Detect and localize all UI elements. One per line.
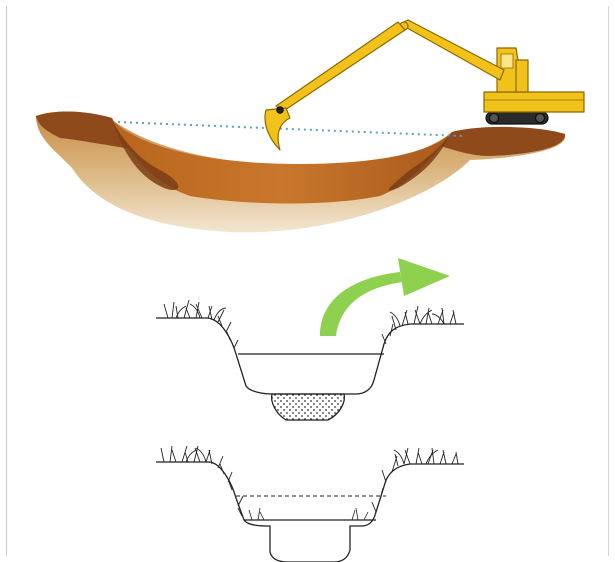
excavator-body xyxy=(484,92,584,112)
ditch-dredged-profile xyxy=(156,462,464,562)
grass-left-bank xyxy=(164,300,238,348)
ditch-profile xyxy=(156,318,464,394)
sediment-deposit xyxy=(272,394,345,420)
pond-cross-section xyxy=(36,112,565,233)
grass-right-bank xyxy=(382,306,456,344)
ditch-with-sediment-section xyxy=(156,300,464,420)
grass-left-bank-lower xyxy=(161,446,243,516)
original-water-level-line xyxy=(118,122,462,136)
excavator-arm xyxy=(276,22,405,112)
grass-inner-right xyxy=(352,508,368,520)
excavator-boom xyxy=(400,20,504,80)
grass-inner-left xyxy=(249,508,264,520)
ditch-dredged-section xyxy=(156,446,464,562)
grass-right-bank-lower xyxy=(372,448,458,512)
